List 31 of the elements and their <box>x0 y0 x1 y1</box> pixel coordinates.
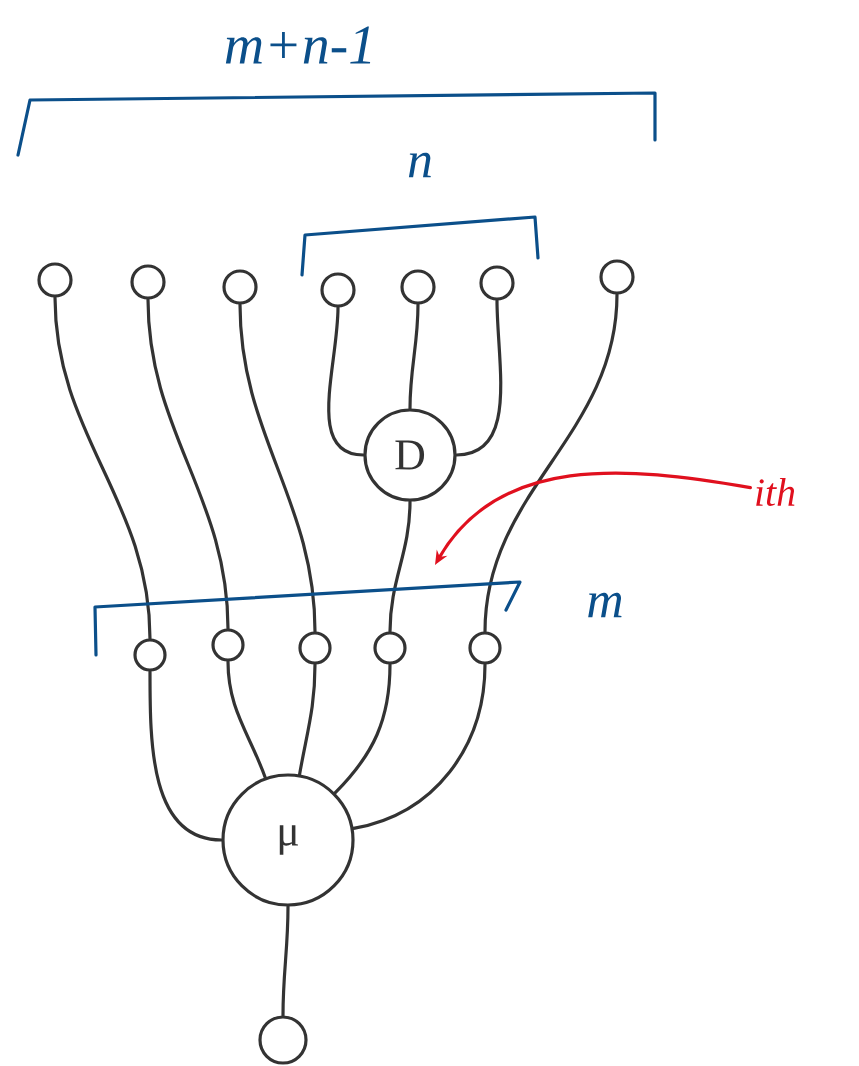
connector-line <box>388 500 412 633</box>
input-circle <box>373 631 407 665</box>
input-circle <box>37 262 73 298</box>
connector-line <box>226 660 267 780</box>
connector-line <box>146 298 230 630</box>
input-circle <box>298 631 332 665</box>
input-circle <box>258 1015 308 1065</box>
connector-line <box>238 303 317 633</box>
input-circle <box>320 272 356 308</box>
input-circle <box>211 628 245 662</box>
annotation-text: ith <box>756 478 795 507</box>
input-circle <box>130 264 166 300</box>
input-circle <box>479 265 515 301</box>
input-circle <box>468 631 502 665</box>
input-circle <box>599 259 635 295</box>
connector-line <box>333 663 392 795</box>
connector-line <box>483 293 619 633</box>
connector-line <box>352 663 487 831</box>
connector-line <box>327 306 365 457</box>
connector-line <box>281 905 290 1017</box>
connector-line <box>455 299 503 457</box>
bracket-label: n <box>408 152 431 178</box>
bracket-label: m+n-1 <box>225 26 371 64</box>
connector-line <box>53 296 152 640</box>
input-circle <box>400 269 436 305</box>
bracket-label: m <box>588 592 622 618</box>
input-circle <box>222 269 258 305</box>
connector-line <box>408 303 420 410</box>
connector-line <box>297 663 317 777</box>
connector-line <box>148 670 223 842</box>
input-circle <box>133 638 167 672</box>
